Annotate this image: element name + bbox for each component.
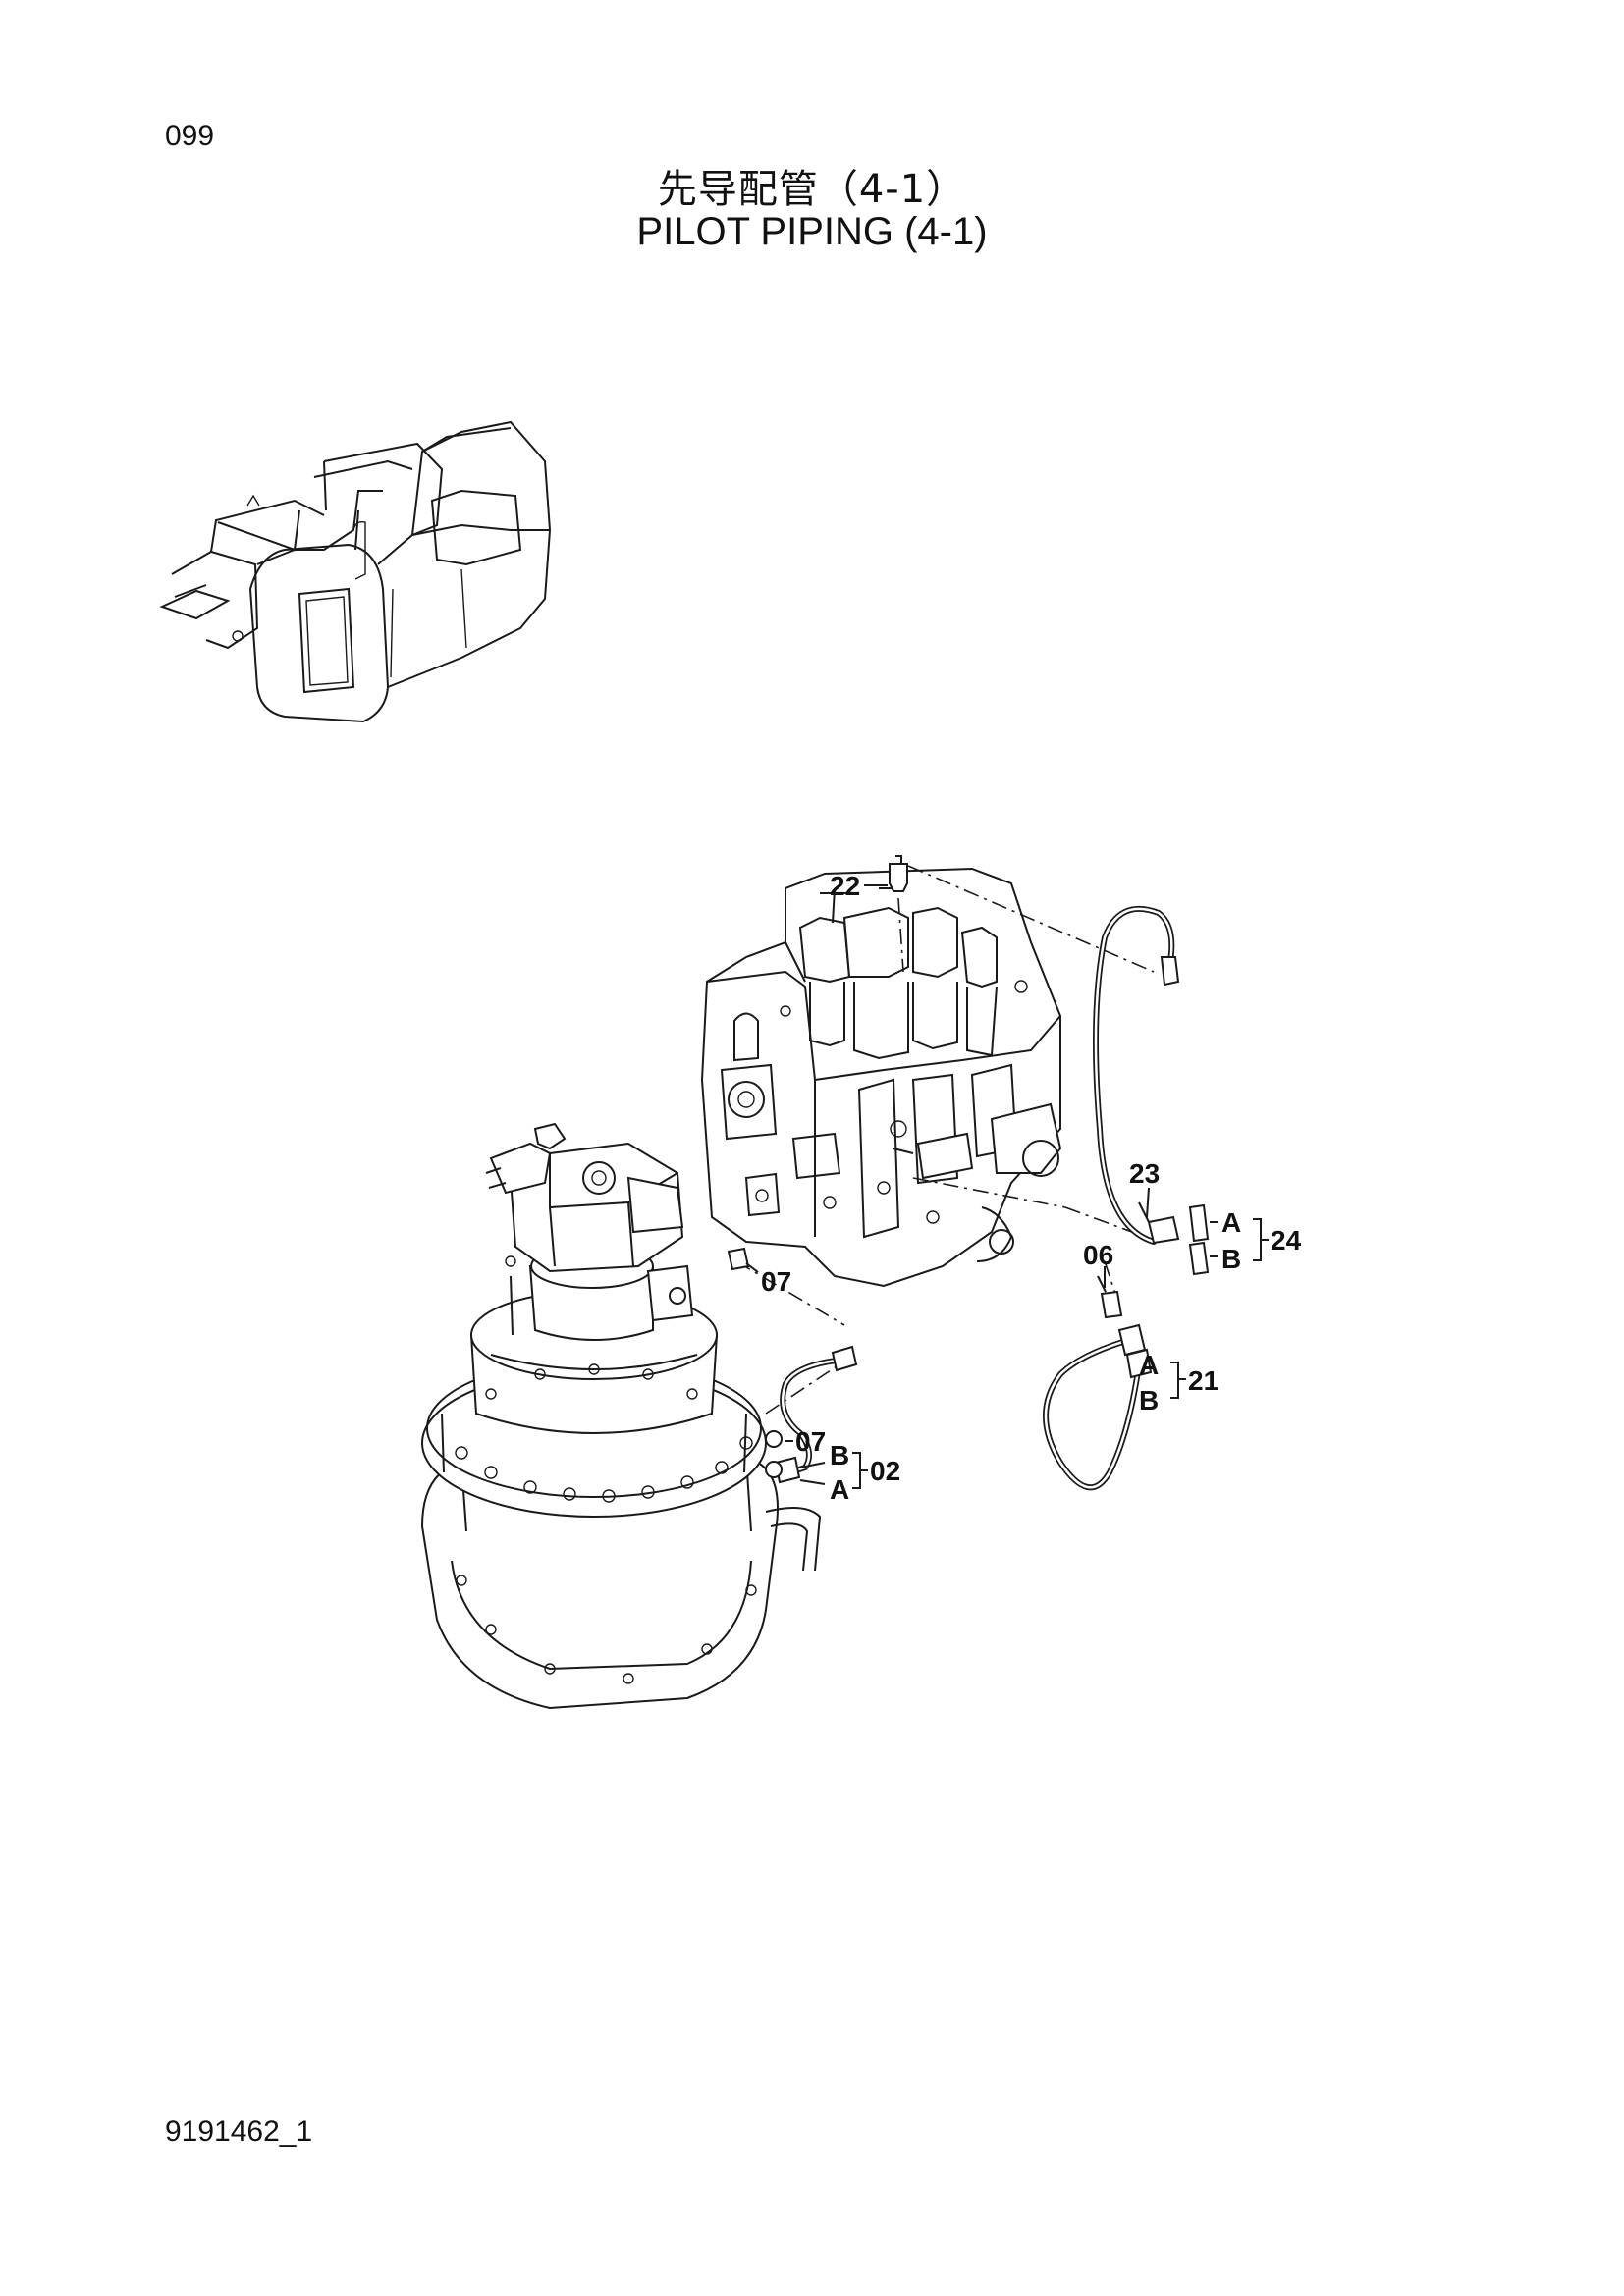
callout-24-b: B: [1221, 1244, 1241, 1274]
drawing-id: 9191462_1: [165, 2115, 313, 2148]
hose-02: [774, 1345, 858, 1484]
title-english: PILOT PIPING (4-1): [636, 210, 988, 253]
page-number: 099: [165, 120, 215, 152]
fitting-07-upper: [727, 1247, 750, 1271]
callout-07-lower: 07: [795, 1426, 826, 1457]
callout-02-b: B: [830, 1440, 849, 1470]
fitting-22: [879, 855, 908, 892]
hose-24-ends: [1188, 1203, 1210, 1276]
callout-06: 06: [1083, 1240, 1113, 1270]
fitting-23: [1138, 1201, 1180, 1245]
callout-21: 21: [1188, 1365, 1218, 1396]
callout-23: 23: [1129, 1158, 1160, 1189]
callout-leaders: [745, 884, 1269, 1489]
title-chinese: 先导配管（4-1）: [657, 167, 967, 212]
hose-upper-right: [1093, 906, 1180, 1245]
callout-07-upper: 07: [761, 1266, 791, 1297]
excavator-location-thumbnail: [159, 420, 551, 723]
callout-22: 22: [830, 871, 860, 901]
callout-02: 02: [870, 1456, 900, 1486]
callout-21-a: A: [1139, 1350, 1159, 1380]
callout-24-a: A: [1221, 1207, 1241, 1238]
callout-24: 24: [1271, 1225, 1302, 1255]
swing-motor-assembly: [420, 1122, 822, 1710]
callout-21-b: B: [1139, 1385, 1159, 1415]
callout-labels: 22 07 23 06 A B 24 A B 21 07 B A 02: [761, 871, 1302, 1505]
fitting-06: [1097, 1275, 1123, 1319]
control-valve-block: [700, 867, 1062, 1288]
hose-21: [1043, 1323, 1153, 1491]
fitting-07-lower: [765, 1430, 783, 1478]
callout-02-a: A: [830, 1474, 849, 1505]
